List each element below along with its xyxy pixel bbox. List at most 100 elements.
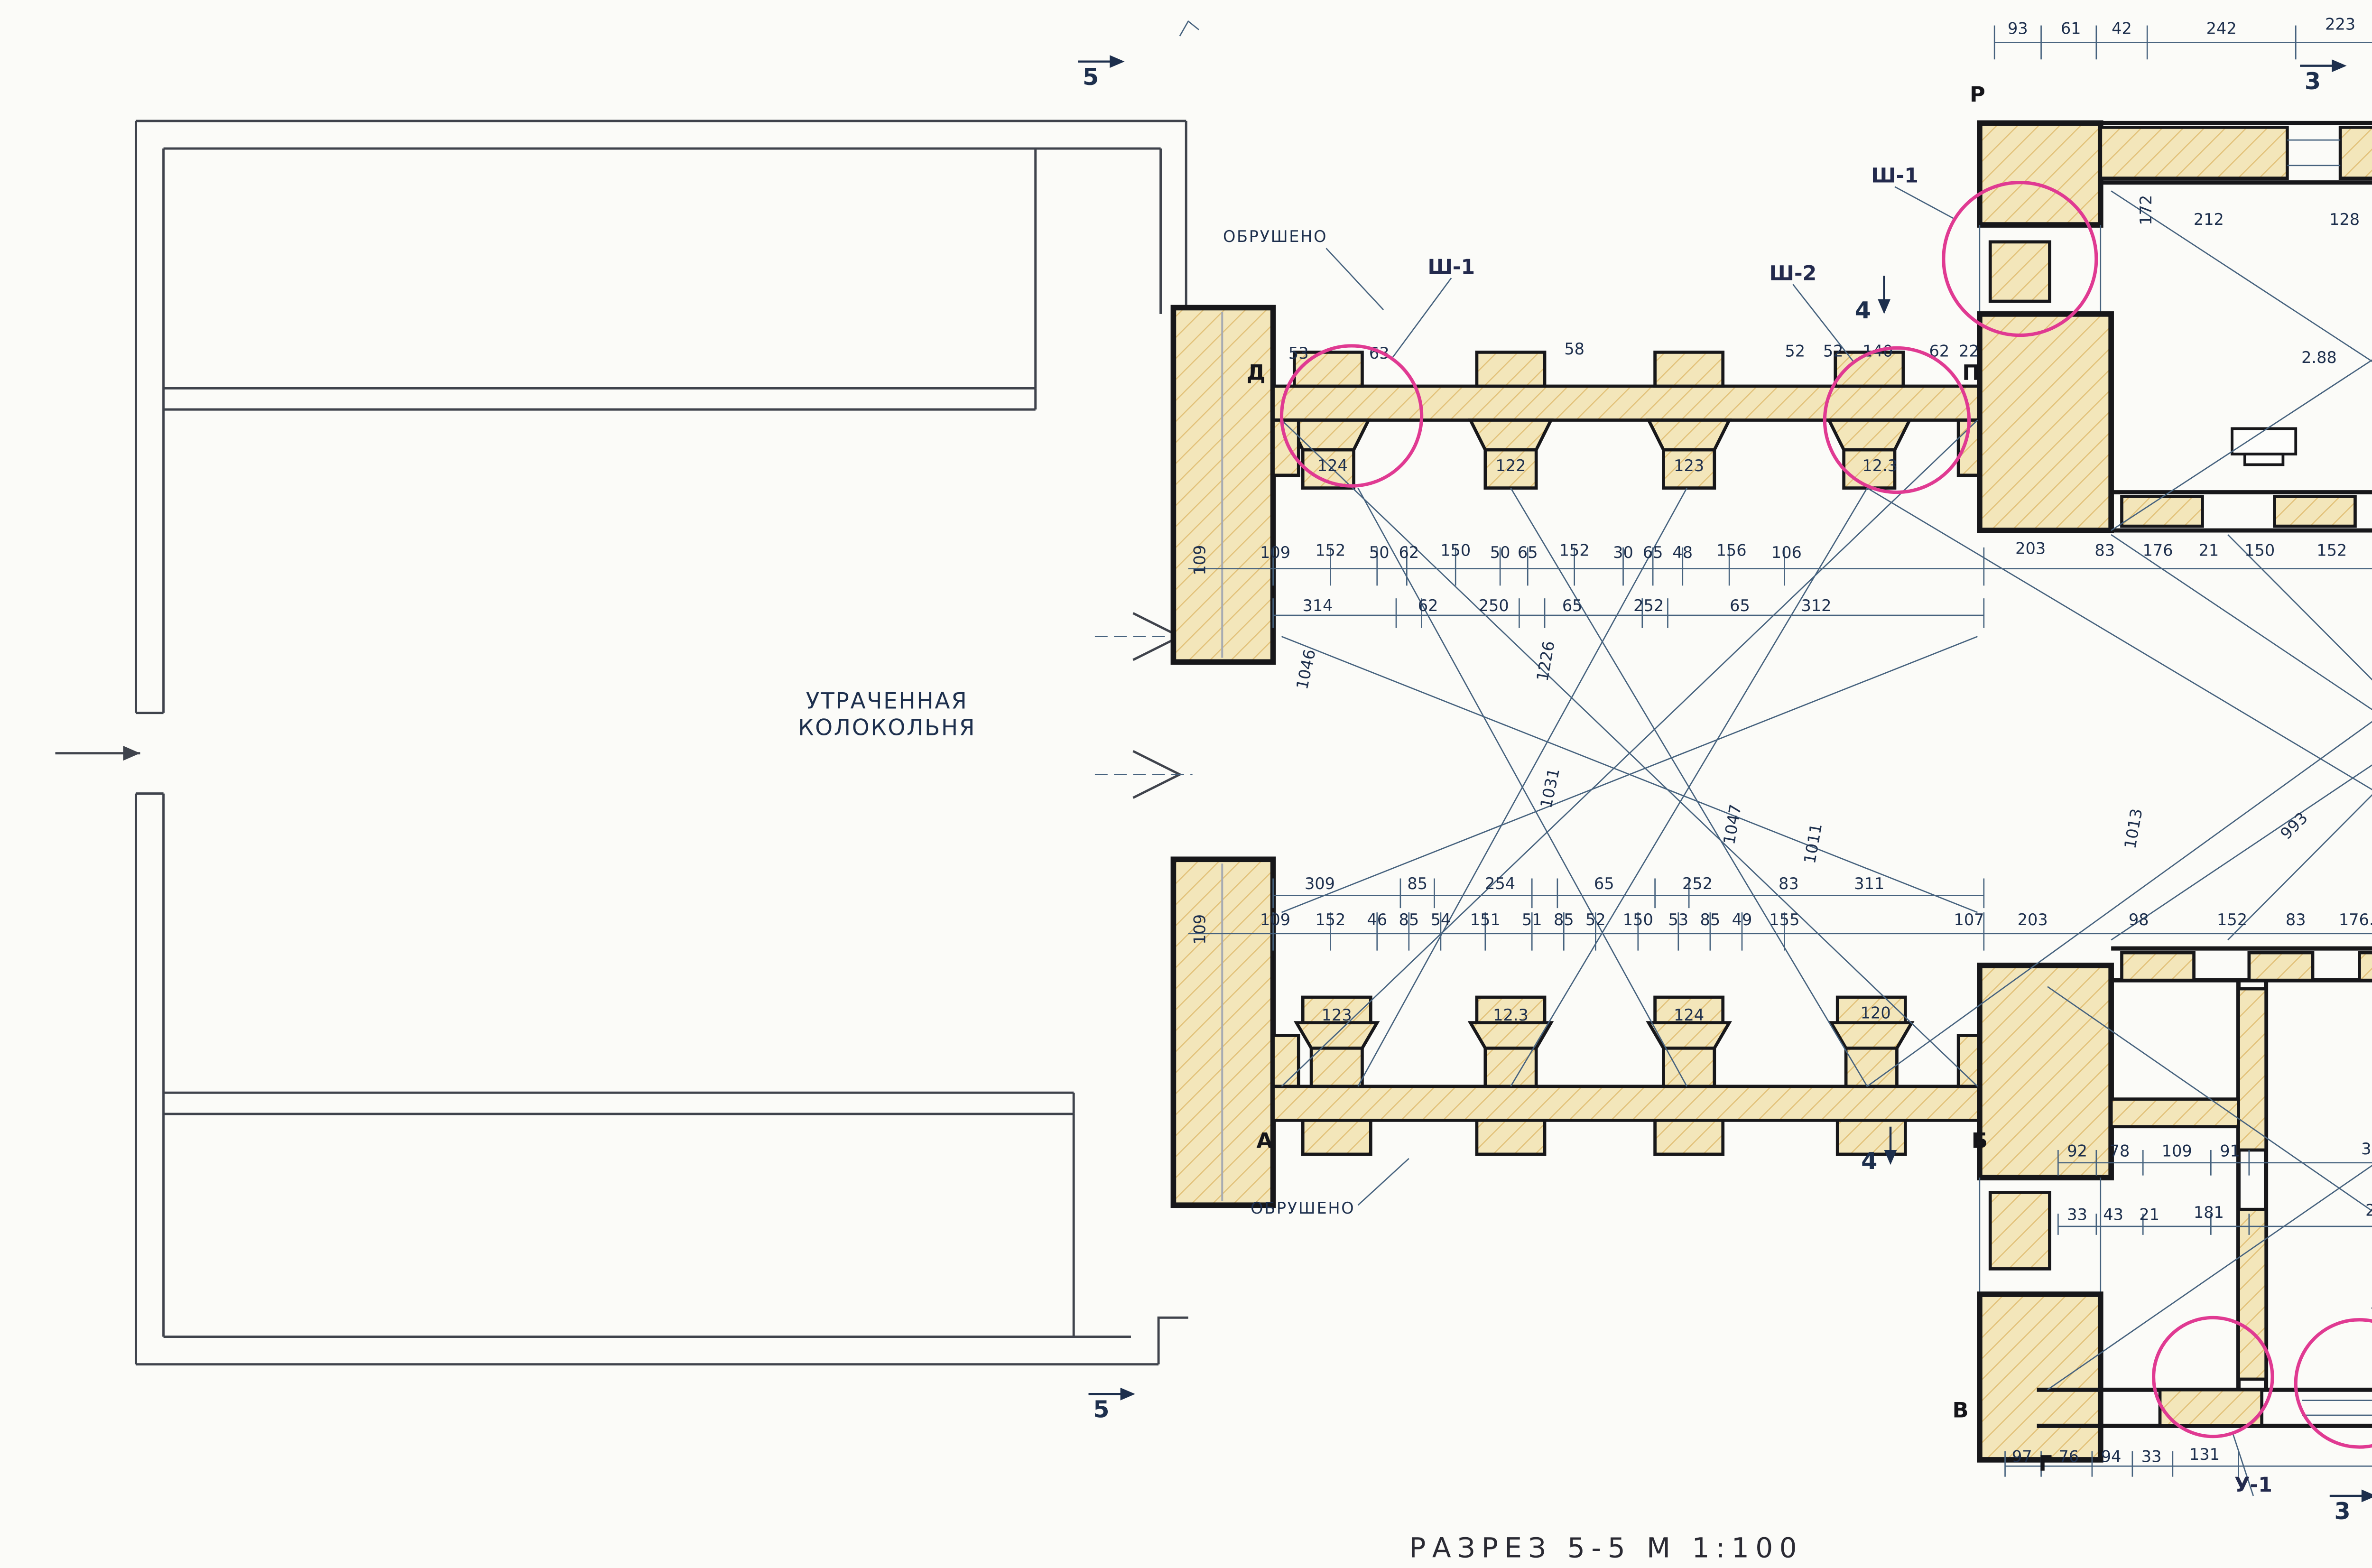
dimension-label: 152 [2217, 910, 2247, 929]
dimension-label: 78 [2110, 1141, 2130, 1160]
nave-east-piers [1977, 120, 2114, 1463]
detail-circle [1279, 344, 1424, 488]
dimension-label: 128 [2329, 210, 2360, 229]
axis-label-В: В [1953, 1397, 1969, 1422]
dimension-label: 42 [2112, 19, 2132, 38]
dimension-label: 124 [1674, 1006, 1704, 1024]
dimension-label: 176 [2143, 541, 2173, 560]
dimension-label: 181 [2194, 1203, 2224, 1222]
dimension-label: 106 [1771, 543, 1802, 562]
dimension-label: 311 [1854, 874, 1884, 893]
dimension-label: 92 [2067, 1141, 2087, 1160]
dimension-labels: 9361422422231142541558288172212128157154… [1190, 15, 2372, 1466]
dimension-label: 62 [1418, 596, 1438, 615]
dimension-label: 109 [2162, 1141, 2192, 1160]
dimension-label: 52 [1785, 342, 1805, 360]
dimension-label: 123 [1322, 1006, 1352, 1024]
dimension-label: 49 [1732, 910, 1752, 929]
dimension-label: 176.5 [2339, 910, 2372, 929]
dimension-label: 54 [1431, 910, 1451, 929]
detail-marker-Ш-1: Ш-1 [1871, 165, 2098, 337]
dimension-label: 109 [1190, 914, 1209, 945]
dimension-label: 203 [2018, 910, 2048, 929]
dimension-label: 312 [1801, 596, 1831, 615]
dimension-label: 65 [1594, 874, 1614, 893]
dimension-label: 91 [2220, 1141, 2240, 1160]
dimension-label: 2.88 [2301, 348, 2337, 367]
freestanding-pier-table [2231, 427, 2298, 455]
dimension-label: 325 [2361, 1140, 2372, 1158]
dimension-label: 250 [1479, 596, 1509, 615]
dimension-label: 85 [1554, 910, 1574, 929]
axis-label-Г: Г [2038, 1450, 2052, 1475]
survey-lines [1188, 25, 2372, 1477]
nave-north-colonnade [1271, 351, 1986, 490]
dimension-label: 30 [1613, 543, 1633, 562]
dimension-label: 22 [1959, 342, 1979, 360]
dimension-label: 83 [1779, 874, 1799, 893]
dimension-label: 76 [2058, 1447, 2079, 1466]
dimension-label: 93 [2008, 19, 2028, 38]
dimension-label: 229 [2365, 1201, 2372, 1220]
dimension-label: 98 [2129, 910, 2149, 929]
dimension-label: 120 [1861, 1004, 1891, 1022]
dimension-label: 85 [1407, 874, 1427, 893]
scan-mark [1179, 20, 1199, 37]
dimension-label: 21 [2139, 1206, 2159, 1224]
axis-labels: ДПРНМЛКИАБВГДЕЖЗ [1247, 82, 2052, 1476]
dimension-label: 203 [2015, 539, 2046, 557]
dimension-label: 83 [2094, 541, 2115, 560]
detail-circle [1823, 346, 1971, 494]
dimension-label: 53 [1668, 910, 1688, 929]
dimension-label: 252 [1633, 596, 1664, 615]
dimension-label: 85 [1399, 910, 1419, 929]
dimension-label: 152 [1315, 541, 1345, 560]
dimension-label: 109 [1260, 910, 1290, 929]
dimension-label: 65 [1643, 543, 1663, 562]
dimension-label: 52 [1585, 910, 1606, 929]
detail-marker-У-1: У-1 [2152, 1316, 2274, 1497]
section-marker-5: 5 [1078, 55, 1125, 91]
dimension-label: 61 [2061, 19, 2081, 38]
svg-text:3: 3 [2335, 1497, 2351, 1525]
dimension-label: 65 [1730, 596, 1750, 615]
dimension-label: 109 [1190, 545, 1209, 575]
dimension-label: 58 [1564, 340, 1584, 358]
dimension-label: 62 [1399, 543, 1419, 562]
dimension-label: 172 [2137, 195, 2155, 225]
dimension-label: 33 [2067, 1206, 2087, 1224]
dimension-label: 21 [2199, 541, 2219, 560]
svg-text:5: 5 [1093, 1395, 1109, 1423]
axis-label-Д: Д [1247, 360, 1266, 385]
detail-label: У-1 [2234, 1474, 2272, 1497]
dimension-label: 65 [1518, 543, 1538, 562]
dimension-label: 50 [1369, 543, 1390, 562]
dimension-label: 150 [1440, 541, 1471, 560]
dimension-label: 53 [1288, 344, 1309, 362]
dimension-label: 314 [1303, 596, 1333, 615]
detail-markers: Ш-1Ш-2Ш-1У-1У-2 [1279, 165, 2372, 1497]
entrance-arrowhead [123, 745, 140, 761]
lost-belltower-outline [55, 120, 1193, 1366]
dimension-label: 223 [2368, 1289, 2372, 1321]
dimension-label: 254 [1485, 874, 1515, 893]
detail-circle [2294, 1318, 2372, 1449]
axis-dash-lines [1094, 636, 1193, 775]
dimension-label: 309 [1305, 874, 1335, 893]
axis-label-А: А [1256, 1128, 1273, 1153]
dimension-label: 65 [1562, 596, 1583, 615]
dimension-label: 94 [2101, 1447, 2122, 1466]
plan-title: РАЗРЕЗ 5-5 М 1:100 [1409, 1532, 1803, 1564]
dimension-label: 50 [1490, 543, 1510, 562]
collapsed-label-bottom: ОБРУШЕНО [1251, 1199, 1355, 1217]
annotation-leaders [1325, 248, 1409, 1206]
sanctuary-north-wing [2099, 121, 2372, 533]
dimension-label: 152 [2316, 541, 2347, 560]
section-marker-4: 4 [1855, 276, 1891, 324]
dimension-label: 33 [2141, 1447, 2162, 1466]
nave-south-colonnade [1271, 995, 1986, 1156]
dimension-label: 223 [2325, 15, 2355, 34]
